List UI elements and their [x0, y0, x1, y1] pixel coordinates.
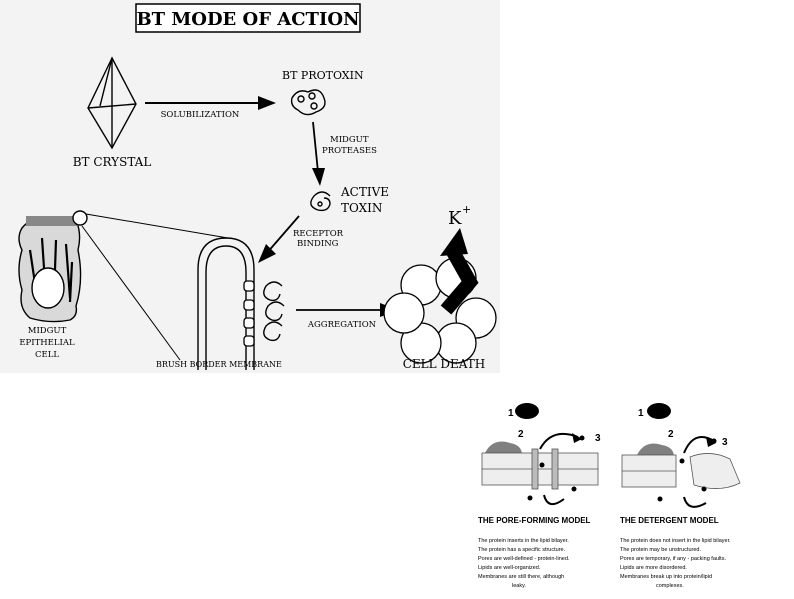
pore-aggregate [383, 257, 497, 364]
detergent-line-5: Membranes break up into protein/lipid [620, 574, 712, 580]
detergent-top-arrow [683, 436, 715, 454]
detergent-line-6: complexes. [656, 583, 684, 589]
pore-line-4: Lipids are well-organized. [478, 565, 541, 571]
bt-diagram-svg: BT MODE OF ACTION BT CRYSTAL SOLUBILIZAT… [18, 3, 497, 371]
pore-protein-left [531, 448, 539, 490]
k-efflux-arrow [440, 228, 479, 315]
detergent-line-1: The protein does not insert in the lipid… [620, 538, 731, 544]
pore-bilayer [481, 452, 599, 486]
pore-top-arrow [539, 433, 579, 450]
pore-step-3: 3 [595, 433, 601, 444]
bt-mode-of-action-diagram: BT MODE OF ACTION BT CRYSTAL SOLUBILIZAT… [0, 0, 500, 373]
detergent-model-title: THE DETERGENT MODEL [620, 516, 719, 525]
pore-bottom-arrow [543, 494, 565, 506]
active-toxin-icon [310, 191, 331, 212]
pore-line-5: Membranes are still there, although [478, 574, 564, 580]
receptor-binding-arrowhead [258, 244, 276, 263]
solubilization-arrowhead [258, 96, 276, 110]
bt-protoxin-label: BT PROTOXIN [282, 69, 364, 82]
aggregation-label: AGGREGATION [307, 320, 377, 330]
diagram-title: BT MODE OF ACTION [136, 9, 359, 30]
bt-crystal-label: BT CRYSTAL [73, 155, 152, 169]
detergent-step-2: 2 [668, 429, 674, 440]
detergent-bottom-arrow [683, 496, 707, 508]
pore-model-title: THE PORE-FORMING MODEL [478, 516, 591, 525]
pore-forming-model: 1 2 3 THE PORE-FORMING MODEL [478, 403, 601, 589]
receptor-binding-arrow [265, 215, 300, 255]
midgut-proteases-label-2: PROTEASES [322, 146, 377, 156]
k-plus-label: K [448, 208, 462, 229]
epithelial-cell-icon [18, 210, 88, 323]
pore-line-6: leaky. [512, 583, 526, 589]
microvillus-membrane [197, 237, 255, 370]
bt-crystal-icon [87, 56, 137, 150]
membrane-models-diagram: 1 2 3 THE PORE-FORMING MODEL [470, 395, 790, 595]
pore-protein-right [551, 448, 559, 490]
midgut-cell-label-3: CELL [35, 350, 59, 360]
brush-border-label: BRUSH BORDER MEMBRANE [156, 360, 282, 369]
title-box [135, 3, 361, 33]
pore-line-1: The protein inserts in the lipid bilayer… [478, 538, 569, 544]
detergent-protein-1 [647, 403, 671, 419]
k-plus-superscript: + [462, 203, 471, 216]
detergent-line-3: Pores are temporary, if any - packing fa… [620, 556, 726, 562]
detergent-step-1: 1 [638, 408, 644, 419]
pore-protein-1 [515, 403, 539, 419]
pore-line-2: The protein has a specific structure. [478, 547, 566, 553]
protoxin-icon [290, 89, 326, 116]
active-toxin-label-1: ACTIVE [340, 185, 389, 199]
receptor-binding-label-1: RECEPTOR [293, 229, 344, 239]
solubilization-label: SOLUBILIZATION [161, 110, 240, 120]
detergent-step-3: 3 [722, 437, 728, 448]
detergent-line-2: The protein may be unstructured. [620, 547, 701, 553]
pore-bound-protein [484, 441, 522, 455]
zoom-line-bottom [81, 225, 181, 361]
receptor-binding-label-2: BINDING [297, 239, 339, 249]
proteases-arrowhead [312, 168, 325, 186]
midgut-cell-label-2: EPITHELIAL [19, 338, 75, 348]
pore-step-2: 2 [518, 429, 524, 440]
receptor-circles [243, 280, 255, 347]
midgut-cell-label-1: MIDGUT [28, 326, 67, 336]
cell-death-label: CELL DEATH [403, 357, 486, 371]
detergent-model: 1 2 3 THE DETERGENT MODEL The protei [620, 403, 741, 589]
active-toxin-label-2: TOXIN [341, 201, 382, 215]
pore-line-3: Pores are well-defined - protein-lined. [478, 556, 570, 562]
detergent-line-4: Lipids are more disordered. [620, 565, 687, 571]
detergent-bilayer [621, 453, 741, 489]
midgut-proteases-label-1: MIDGUT [330, 135, 369, 145]
bound-toxin-icons [263, 281, 285, 342]
proteases-arrow [312, 121, 319, 173]
detergent-bound-protein [636, 443, 674, 457]
models-svg: 1 2 3 THE PORE-FORMING MODEL [478, 403, 741, 589]
zoom-line-top [85, 213, 229, 239]
pore-step-1: 1 [508, 408, 514, 419]
